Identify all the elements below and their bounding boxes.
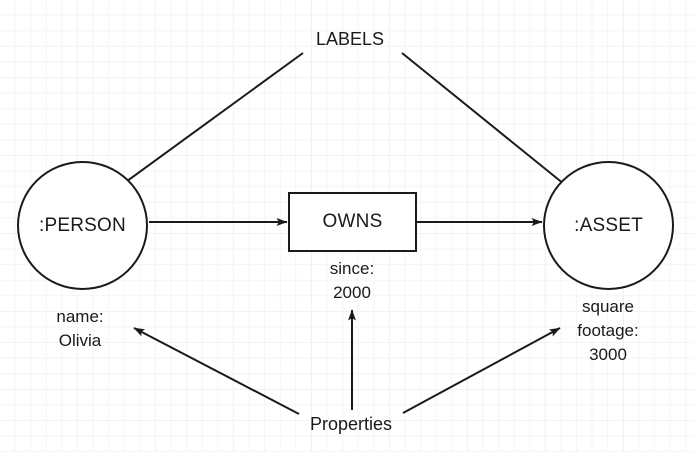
node-asset-label: :ASSET [574,214,643,236]
edge-properties-to-person-props [133,327,300,415]
owns-property-value: 2000 [333,283,371,303]
annotation-labels: LABELS [300,29,400,51]
node-person-label: :PERSON [39,214,126,236]
annotation-properties-text: Properties [309,414,393,434]
annotation-properties: Properties [301,414,401,436]
edge-properties-to-asset-props [402,327,561,414]
asset-property-key-line1: square [582,297,634,316]
owns-property-key: since: [329,259,375,278]
edge-labels-to-asset [401,52,586,202]
node-owns-label: OWNS [322,211,383,232]
asset-property-value: 3000 [589,345,627,365]
node-asset[interactable]: :ASSET [543,161,674,290]
node-person[interactable]: :PERSON [17,161,148,290]
node-owns[interactable]: OWNS [288,192,417,252]
node-person-properties: name: Olivia [20,305,140,353]
person-property-value: Olivia [58,331,102,351]
edge-labels-to-person [100,52,304,201]
node-asset-properties: square footage: 3000 [548,295,668,367]
annotation-labels-text: LABELS [315,29,385,49]
person-property-key: name: [56,307,104,326]
node-owns-properties: since: 2000 [292,257,412,305]
asset-property-key-line2: footage: [577,321,639,341]
